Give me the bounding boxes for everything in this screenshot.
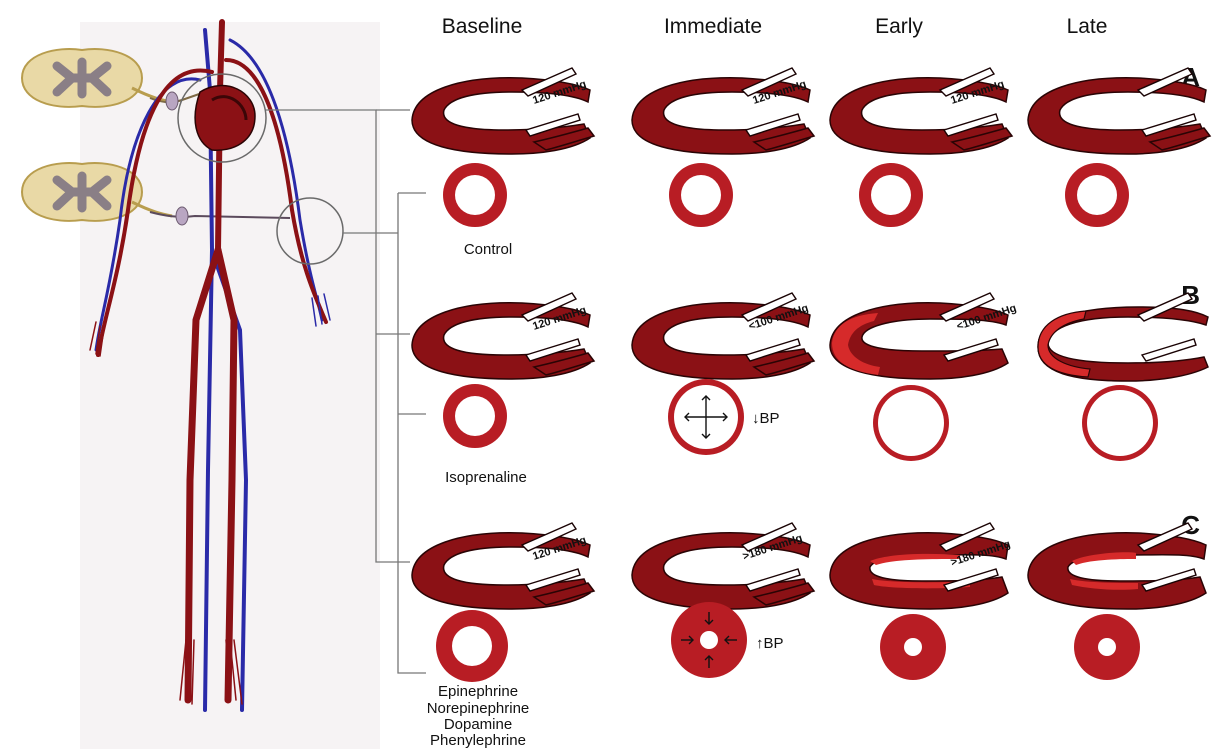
heart-section-c-late [1028,523,1206,609]
artery-lumen [455,396,495,436]
artery-lumen [1098,638,1116,656]
heart-section-b-early [830,293,1008,379]
artery-lumen [878,390,944,456]
heart-section-c-baseline [412,523,594,609]
drug-label-control: Control [464,241,512,258]
heart-section-c-early [830,523,1008,609]
drug-label-phenylephrine: Phenylephrine [430,732,526,749]
bp-up-label: ↑BP [756,635,784,652]
artery-ring-c-immediate [671,602,747,678]
body-panel [22,22,380,749]
artery-lumen [1077,175,1117,215]
heart-section-a-early [830,68,1012,154]
bp-down-label: ↓BP [752,410,780,427]
heart-section-a-baseline [412,68,594,154]
drug-label-isoprenaline: Isoprenaline [445,469,527,486]
artery-ring-b-immediate [668,379,744,455]
ganglion-icon [176,207,188,225]
drug-label-dopamine: Dopamine [444,716,512,733]
artery-lumen [455,175,495,215]
column-header-baseline: Baseline [442,15,523,38]
heart-section-b-immediate [632,293,814,379]
column-header-immediate: Immediate [664,15,762,38]
artery-lumen [452,626,492,666]
column-header-late: Late [1067,15,1108,38]
artery-lumen [1087,390,1153,456]
artery-lumen [681,175,721,215]
artery-lumen [904,638,922,656]
ganglion-icon [166,92,178,110]
drug-label-epinephrine: Epinephrine [438,683,518,700]
heart-section-a-immediate [632,68,814,154]
heart-section-b-baseline [412,293,594,379]
column-header-early: Early [875,15,923,38]
drug-label-norepinephrine: Norepinephrine [427,700,530,717]
artery-lumen [871,175,911,215]
